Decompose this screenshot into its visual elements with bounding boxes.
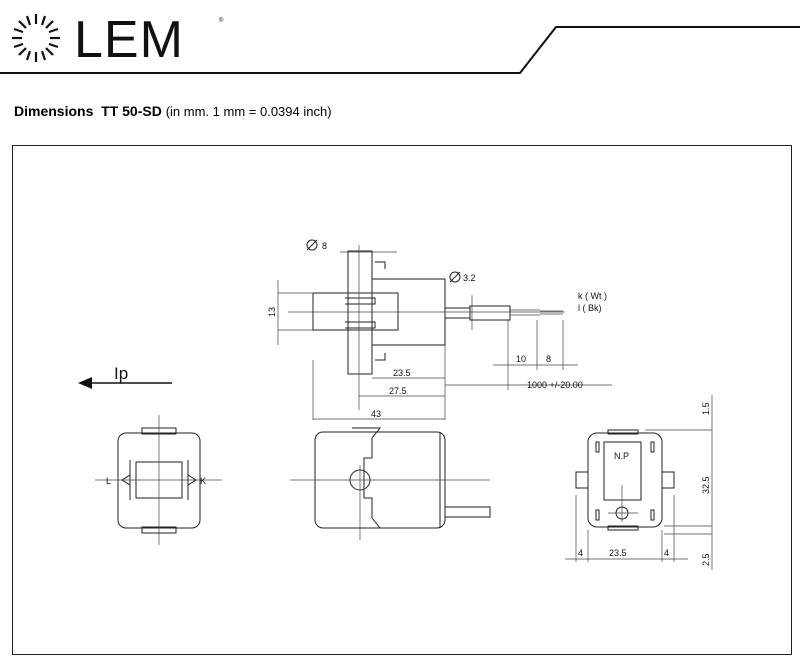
- dim-27-5: 27.5: [389, 386, 407, 396]
- dim-side-1-5: 1.5: [701, 402, 711, 415]
- dim-cable-length: 1000 +/-20.00: [527, 380, 583, 390]
- terminal-L-label: L: [106, 476, 111, 486]
- drawing-frame: [12, 145, 792, 655]
- title-label: Dimensions: [14, 103, 94, 119]
- units-note: (in mm. 1 mm = 0.0394 inch): [165, 104, 332, 119]
- header-rule: [0, 26, 800, 74]
- dim-side-2-5: 2.5: [701, 553, 711, 566]
- title-model: TT 50-SD: [101, 103, 162, 119]
- dim-dia-conductor: 8: [322, 241, 327, 251]
- dim-43: 43: [371, 409, 381, 419]
- dim-bottom-23-5: 23.5: [609, 548, 627, 558]
- dim-bottom-4a: 4: [578, 548, 583, 558]
- front-view: [290, 427, 491, 540]
- dim-side-32-5: 32.5: [701, 476, 711, 494]
- top-view: [277, 239, 612, 420]
- dim-height: 13: [267, 307, 277, 317]
- wire-k-label: k ( Wt ): [578, 291, 607, 301]
- dim-strip-10: 10: [516, 354, 526, 364]
- np-label: N.P: [614, 451, 629, 461]
- left-view: [95, 415, 222, 545]
- terminal-K-label: K: [200, 476, 206, 486]
- dim-dia-cable: 3.2: [463, 273, 476, 283]
- dim-23-5: 23.5: [393, 368, 411, 378]
- right-view: [565, 395, 713, 570]
- dim-bottom-4b: 4: [664, 548, 669, 558]
- registered-mark: ®: [219, 17, 224, 24]
- page-title: Dimensions TT 50-SD (in mm. 1 mm = 0.039…: [14, 103, 332, 119]
- lem-brand-text: LEM: [74, 11, 184, 69]
- current-direction-arrow-icon: [78, 377, 172, 389]
- current-label: Ip: [114, 364, 128, 383]
- wire-l-label: l ( Bk): [578, 303, 602, 313]
- dim-strip-8: 8: [546, 354, 551, 364]
- lem-sunburst-logo-icon: [12, 14, 60, 62]
